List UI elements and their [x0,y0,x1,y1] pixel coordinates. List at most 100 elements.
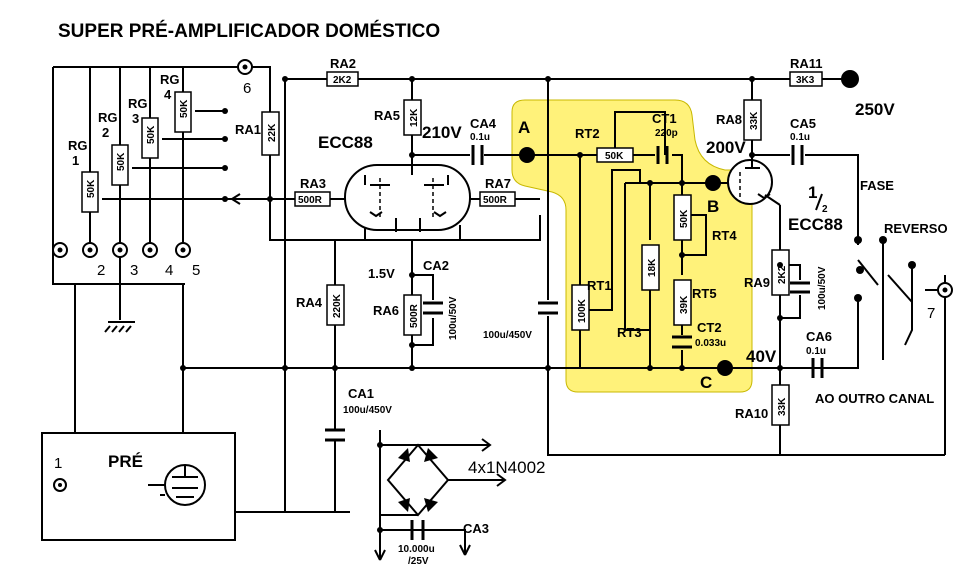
capacitor-ca4: CA4 0.1u [470,116,497,165]
svg-text:220p: 220p [655,128,678,139]
svg-text:500R: 500R [298,195,323,206]
ca3-value-line2: /25V [408,556,429,567]
rg1-label-b: 1 [72,153,79,168]
capacitor-ca2: CA2 100u/50V [423,258,459,340]
rg4-label-a: RG [160,72,180,87]
svg-text:0.1u: 0.1u [470,132,490,143]
svg-text:220K: 220K [332,293,343,318]
svg-text:100K: 100K [577,298,588,323]
svg-text:RA11: RA11 [790,56,823,71]
pin-3-label: 3 [130,262,138,279]
svg-text:CA1: CA1 [348,386,374,401]
fase-label: FASE [860,178,894,193]
svg-text:CT1: CT1 [652,111,677,126]
input-arrows [231,193,507,561]
svg-text:39K: 39K [679,295,690,314]
ground-symbol [104,325,132,333]
resistor-ra10: 33K RA10 [735,384,790,426]
capacitor-ca5: CA5 0.1u [790,116,816,165]
svg-text:18K: 18K [647,258,658,277]
svg-text:12K: 12K [409,108,420,127]
node-250v-dot [841,70,859,88]
svg-text:RT5: RT5 [692,286,717,301]
ca3-value-line1: 10.000u [398,544,435,555]
svg-text:2K2: 2K2 [777,265,788,284]
ecc88-half-label: ECC88 [788,215,843,234]
resistor-rg4: 50K [174,91,192,133]
junction-dots [180,76,916,533]
svg-text:RA9: RA9 [744,275,770,290]
svg-text:50K: 50K [679,209,690,228]
svg-text:500R: 500R [409,303,420,328]
svg-text:50K: 50K [116,152,127,171]
resistor-ra9: 2K2 RA9 [744,249,790,296]
svg-text:CA2: CA2 [423,258,449,273]
svg-text:50K: 50K [86,179,97,198]
voltage-200v: 200V [706,138,746,157]
svg-text:CA3: CA3 [463,521,489,536]
node-a-dot [519,147,535,163]
svg-text:CA5: CA5 [790,116,816,131]
voltage-250v: 250V [855,100,895,119]
pin-7-label: 7 [927,305,935,322]
resistor-rg1: 50K [81,171,99,213]
wiring [52,66,946,560]
svg-text:RA10: RA10 [735,406,768,421]
svg-text:RA6: RA6 [373,303,399,318]
pin-6-label: 6 [243,80,251,97]
pre-label: PRÉ [108,452,143,471]
capacitor-ct2: CT2 0.033u [672,320,726,349]
svg-text:RA5: RA5 [374,108,400,123]
resistor-rg2: 50K [111,144,129,186]
node-b-label: B [707,197,719,216]
voltage-1-5v: 1.5V [368,266,395,281]
pin-1-label: 1 [54,455,62,472]
svg-text:50K: 50K [146,125,157,144]
rg3-label-b: 3 [132,111,139,126]
svg-text:RT4: RT4 [712,228,737,243]
resistor-rg3: 50K [141,117,159,159]
diode-bridge [398,448,438,512]
voltage-40v: 40V [746,347,777,366]
diodes-label: 4x1N4002 [468,458,546,477]
capacitor-ca6: CA6 0.1u [806,329,832,378]
capacitor-ct1: CT1 220p [652,111,678,164]
resistor-ra11: 3K3 RA11 [789,56,823,87]
pin-2-label: 2 [97,262,105,279]
rg2-label-a: RG [98,110,118,125]
resistor-rt3: 18K RT3 [617,244,660,340]
node-b-dot [705,175,721,191]
rg4-label-b: 4 [164,87,172,102]
svg-text:CT2: CT2 [697,320,722,335]
svg-text:500R: 500R [483,195,508,206]
svg-text:22K: 22K [267,123,278,142]
pre-amp-box [41,432,236,541]
svg-text:100u/450V: 100u/450V [483,330,532,341]
svg-text:RA2: RA2 [330,56,356,71]
svg-text:33K: 33K [777,397,788,416]
rg2-label-b: 2 [102,125,109,140]
svg-text:RA3: RA3 [300,176,326,191]
ecc88-main-label: ECC88 [318,133,373,152]
svg-text:RA7: RA7 [485,176,511,191]
resistor-rt5: 39K RT5 [673,279,717,326]
node-a-label: A [518,118,530,137]
resistor-ra8: 33K RA8 [716,99,762,141]
resistor-ra4: 220K RA4 [296,284,345,326]
svg-text:100u/50V: 100u/50V [448,296,459,340]
reverso-label: REVERSO [884,221,948,236]
resistor-ra2: 2K2 RA2 [326,56,359,87]
rg1-label-a: RG [68,138,88,153]
resistor-rt1: 100K RT1 [571,278,612,331]
diagram-title: SUPER PRÉ-AMPLIFICADOR DOMÉSTICO [58,20,440,42]
svg-text:RT2: RT2 [575,126,600,141]
svg-text:0.033u: 0.033u [695,338,726,349]
ecc88-half-fraction-num: 1 [808,183,817,202]
capacitor-ra9-bypass: 100u/50V [790,266,828,310]
svg-text:2K2: 2K2 [333,75,352,86]
tube-ecc88-half [727,159,781,206]
node-c-dot [717,360,733,376]
capacitor-ca1: CA1 100u/450V [325,386,392,442]
input-jacks [52,59,953,298]
